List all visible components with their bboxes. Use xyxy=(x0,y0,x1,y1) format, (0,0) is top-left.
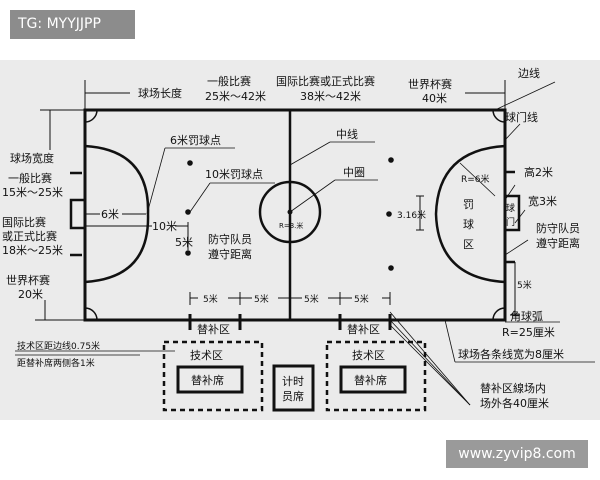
label: 20米 xyxy=(18,288,43,301)
label: 10米罚球点 xyxy=(205,167,263,181)
label: 世界杯赛 xyxy=(408,77,452,91)
center-spot xyxy=(287,209,293,215)
label: 替补区 xyxy=(197,322,230,336)
label: 3.16米 xyxy=(397,209,426,221)
label: 替补席 xyxy=(191,373,224,387)
corner-arc xyxy=(492,109,506,123)
label: 世界杯赛 xyxy=(6,273,50,287)
label: 38米～42米 xyxy=(300,90,361,103)
label: 国际比赛 xyxy=(2,215,46,229)
label: R=25厘米 xyxy=(502,326,555,339)
corner-arc xyxy=(84,307,98,321)
label: 中线 xyxy=(336,127,358,141)
label-length: 球场长度 xyxy=(138,86,182,100)
label: 5米 xyxy=(517,279,532,291)
channel-tag: TG: MYYJJPP xyxy=(10,10,135,39)
label-width: 球场宽度 xyxy=(10,151,54,165)
penalty-spot xyxy=(388,265,394,271)
label: 门 xyxy=(506,216,515,228)
right-goal xyxy=(503,194,521,232)
label: 技术区 xyxy=(190,349,223,362)
bench-right xyxy=(339,365,407,394)
label: 25米～42米 xyxy=(205,90,266,103)
penalty-spot xyxy=(187,160,193,166)
label: 距替补席两侧各1米 xyxy=(17,357,95,369)
label: R=6米 xyxy=(461,173,490,185)
technical-area-left xyxy=(162,340,264,412)
label: 员席 xyxy=(282,389,304,403)
label: 球 xyxy=(463,217,474,231)
penalty-spot xyxy=(386,211,392,217)
technical-area-right xyxy=(325,340,427,412)
label: 宽3米 xyxy=(528,194,557,208)
label: 6米罚球点 xyxy=(170,133,221,147)
label: 角球弧 xyxy=(510,309,543,323)
label: 场外各40厘米 xyxy=(480,396,549,410)
label: 一般比赛 xyxy=(207,74,251,88)
label: 球场各条线宽为8厘米 xyxy=(458,347,564,361)
label: 5米 xyxy=(203,293,218,305)
timekeeper-table xyxy=(272,364,315,412)
center-circle xyxy=(258,180,322,244)
penalty-spot xyxy=(185,209,191,215)
corner-arc xyxy=(492,307,506,321)
label: 10米 xyxy=(152,220,177,233)
label: 40米 xyxy=(422,92,447,105)
label: 遵守距离 xyxy=(208,247,252,261)
label: 技术区 xyxy=(352,349,385,362)
label: 5米 xyxy=(254,293,269,305)
label: 5米 xyxy=(354,293,369,305)
bench-left xyxy=(176,365,244,394)
label: 中圈 xyxy=(343,166,365,179)
label: R=3.米 xyxy=(279,221,303,230)
label: 6米 xyxy=(101,208,119,221)
label: 高2米 xyxy=(524,165,553,179)
label: 替补席 xyxy=(354,373,387,387)
label: 遵守距离 xyxy=(536,236,580,250)
corner-arc xyxy=(84,109,98,123)
left-penalty-area xyxy=(84,144,150,284)
label: 球 xyxy=(506,202,515,214)
label: 一般比赛 xyxy=(8,171,52,185)
watermark: www.zyvip8.com xyxy=(446,440,588,468)
label: 5米 xyxy=(175,236,193,249)
label: 替补区線场内 xyxy=(480,381,546,395)
label: 防守队员 xyxy=(536,221,580,235)
label: 国际比赛或正式比赛 xyxy=(276,74,375,88)
label: 15米～25米 xyxy=(2,186,63,199)
label: 技术区距边线0.75米 xyxy=(17,340,100,352)
label: 计时 xyxy=(282,375,304,388)
label: 区 xyxy=(463,238,474,251)
label-goal-line: 球门线 xyxy=(505,110,538,124)
label: 防守队员 xyxy=(208,232,252,246)
court-lines xyxy=(15,80,595,412)
label: 5米 xyxy=(304,293,319,305)
penalty-marks xyxy=(185,157,394,271)
penalty-spot xyxy=(185,250,191,256)
right-penalty-area xyxy=(434,144,506,284)
label: 或正式比赛 xyxy=(2,229,57,243)
penalty-spot xyxy=(388,157,394,163)
label: 替补区 xyxy=(347,322,380,336)
label: 罚 xyxy=(463,198,474,211)
label: 18米～25米 xyxy=(2,244,63,257)
label-touchline: 边线 xyxy=(518,66,540,80)
